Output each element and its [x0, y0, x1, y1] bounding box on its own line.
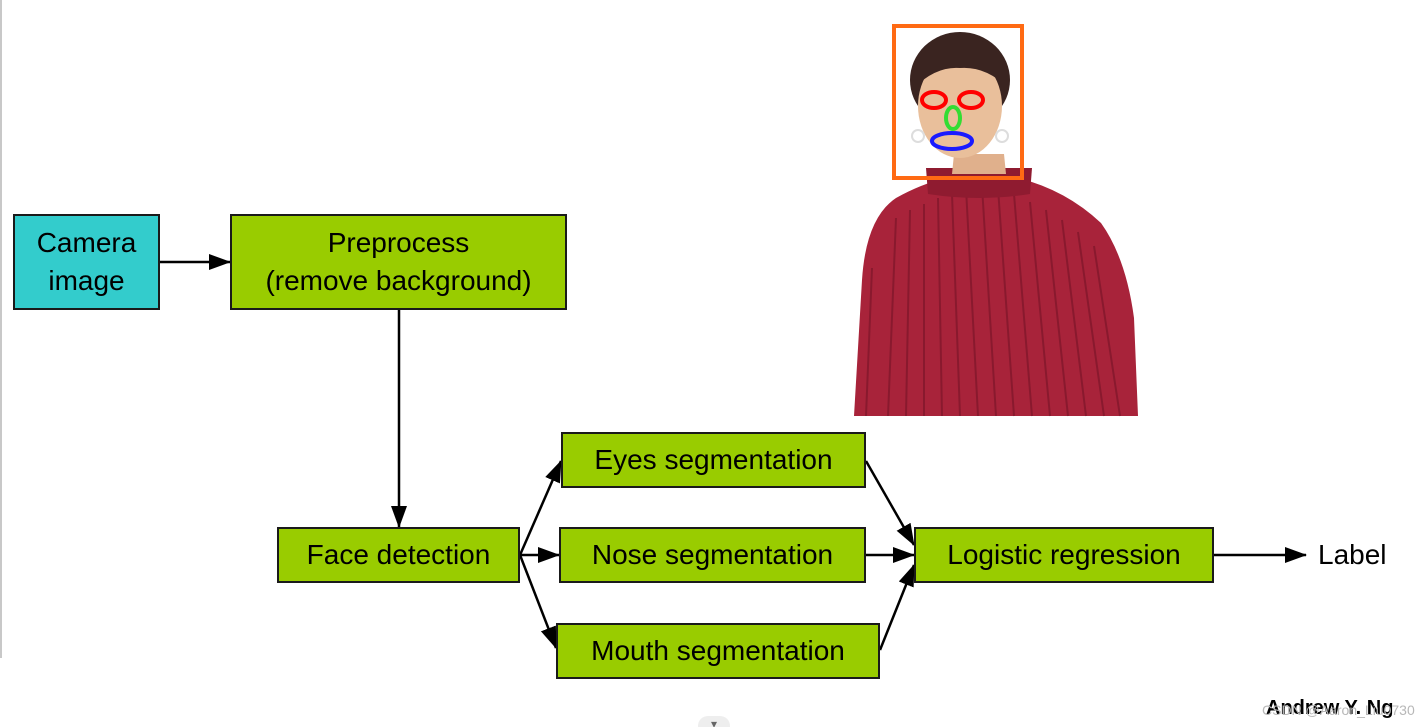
author-credit: Andrew Y. Ng	[1266, 697, 1394, 719]
arrow-mouth-to-logistic	[878, 564, 916, 651]
mouth-segmentation-node: Mouth segmentation	[556, 623, 880, 679]
watermark-text: CSDN @Aaron_Liu0730	[1262, 702, 1415, 718]
output-label: Label	[1318, 539, 1387, 570]
nose-segmentation-node: Nose segmentation	[559, 527, 866, 583]
left-eye-marker	[920, 90, 948, 110]
mouth-marker	[930, 131, 974, 151]
preprocess-node-line1: Preprocess	[327, 227, 470, 258]
nose-marker	[944, 105, 962, 131]
camera-node-line1: Camera	[36, 227, 137, 258]
eyes-segmentation-label: Eyes segmentation	[594, 444, 833, 475]
eyes-segmentation-node: Eyes segmentation	[561, 432, 866, 488]
camera-node-line2: image	[48, 265, 125, 296]
mouth-segmentation-label: Mouth segmentation	[591, 635, 845, 666]
left-edge-line	[0, 0, 2, 658]
face-detection-node: Face detection	[277, 527, 520, 583]
arrow-face-to-eyes	[518, 460, 563, 556]
face-bounding-box	[892, 24, 1024, 180]
face-detection-label: Face detection	[306, 539, 491, 570]
person-photo	[854, 24, 1138, 417]
preprocess-node: Preprocess (remove background)	[230, 214, 567, 310]
arrow-eyes-to-logistic	[864, 460, 916, 546]
scroll-down-icon[interactable]: ▾	[698, 716, 730, 727]
nose-segmentation-label: Nose segmentation	[591, 539, 834, 570]
preprocess-node-line2: (remove background)	[265, 265, 532, 296]
camera-image-node: Camera image	[13, 214, 160, 310]
logistic-regression-label: Logistic regression	[947, 539, 1181, 570]
right-eye-marker	[957, 90, 985, 110]
logistic-regression-node: Logistic regression	[914, 527, 1214, 583]
arrow-face-to-mouth	[518, 554, 558, 649]
